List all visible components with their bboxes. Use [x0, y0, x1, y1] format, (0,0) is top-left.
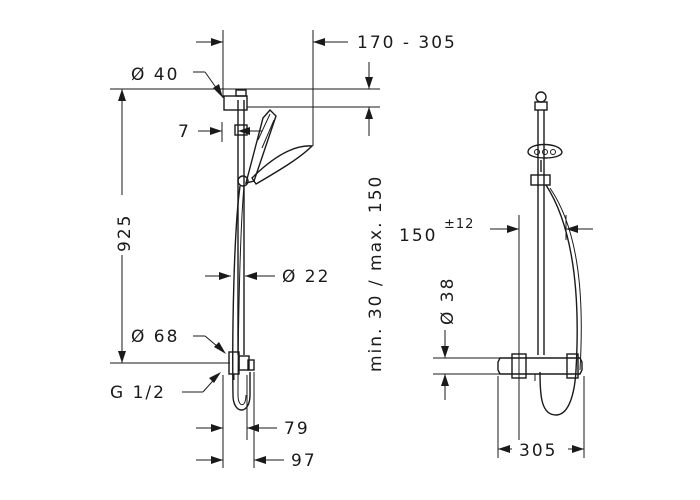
dim-adjust-range-label: min. 30 / max. 150: [366, 175, 386, 372]
dim-depth-97: 97: [196, 372, 317, 471]
dim-body-diameter-label: Ø 38: [438, 277, 458, 325]
side-view: [223, 89, 314, 411]
thermostat-side: [228, 351, 240, 375]
dim-adjust-range: min. 30 / max. 150: [365, 62, 386, 372]
dim-slide-range-label: 170 - 305: [357, 33, 457, 53]
front-view: [497, 91, 583, 416]
hose-ball-joint: [237, 175, 249, 187]
dim-slide-range: 170 - 305: [196, 30, 457, 146]
dim-depth-97-label: 97: [291, 451, 317, 471]
dim-mixer-diameter: Ø 68: [131, 327, 226, 354]
dim-height-label: 925: [115, 214, 135, 252]
rail-cap: [235, 89, 247, 97]
dim-connection-thread-label: G 1/2: [110, 383, 166, 403]
dim-height: 925: [110, 89, 230, 364]
hose: [232, 185, 251, 411]
dim-mixer-diameter-label: Ø 68: [131, 327, 179, 347]
front-hose: [539, 184, 578, 416]
dim-hose-diameter-label: Ø 22: [282, 267, 330, 287]
front-shower-head: [527, 143, 563, 159]
rail-top-cap: [535, 91, 547, 103]
dim-rail-diameter: Ø 40: [131, 65, 223, 98]
front-thermostat: [497, 357, 583, 375]
dim-gap: 7: [178, 122, 262, 142]
dim-hose-diameter: Ø 22: [205, 267, 330, 287]
dim-centre-tolerance-label: ±12: [444, 217, 474, 232]
dim-depth-79-label: 79: [284, 419, 310, 439]
front-slider: [530, 174, 551, 186]
dim-rail-diameter-label: Ø 40: [131, 65, 179, 85]
dim-depth-79: 79: [196, 375, 310, 468]
dim-connection-thread: G 1/2: [110, 372, 221, 403]
shower-head-face: [251, 145, 314, 185]
hand-shower: [245, 108, 277, 184]
dim-width: 305: [497, 376, 585, 461]
dim-gap-label: 7: [178, 122, 191, 142]
dim-centre-distance: 150 ±12: [399, 215, 593, 458]
dim-centre-distance-label: 150: [399, 226, 437, 246]
dim-width-label: 305: [519, 441, 557, 461]
dim-body-diameter: Ø 38: [433, 277, 500, 400]
